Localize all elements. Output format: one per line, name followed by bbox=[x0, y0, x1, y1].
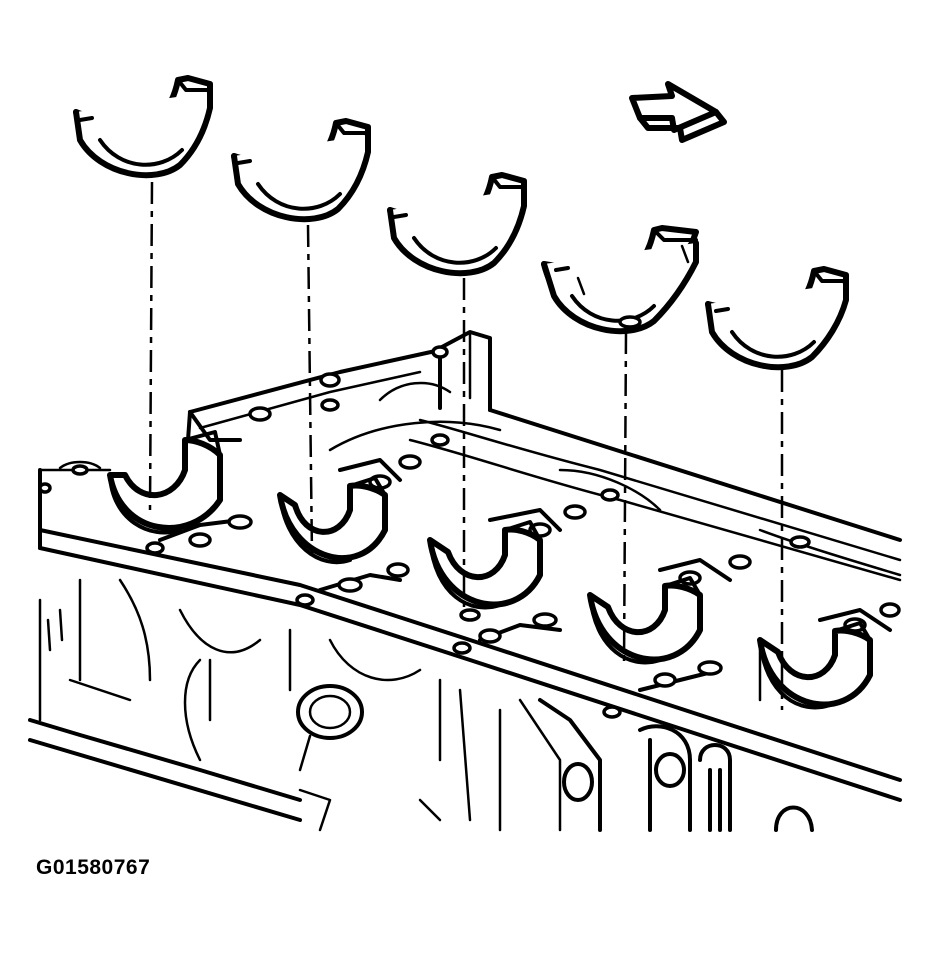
bearing-saddle-4 bbox=[587, 576, 703, 665]
bearing-shell-2 bbox=[231, 118, 371, 223]
front-direction-arrow-icon bbox=[629, 81, 727, 143]
bearing-shell-3 bbox=[387, 172, 527, 277]
bearing-shell-5 bbox=[705, 266, 849, 371]
bearing-saddle-2 bbox=[277, 476, 388, 565]
bearing-shell-1 bbox=[73, 75, 213, 179]
alignment-line-1 bbox=[148, 181, 154, 511]
bearing-saddle-3 bbox=[427, 520, 543, 610]
alignment-lines bbox=[148, 181, 784, 710]
bearing-saddle-1 bbox=[107, 430, 223, 535]
figure-id-label: G01580767 bbox=[36, 856, 151, 879]
alignment-line-4 bbox=[622, 331, 628, 666]
bearing-saddle-5 bbox=[757, 621, 873, 710]
alignment-line-2 bbox=[306, 224, 314, 556]
engine-block bbox=[28, 330, 902, 832]
bearing-shell-4 bbox=[541, 225, 699, 335]
